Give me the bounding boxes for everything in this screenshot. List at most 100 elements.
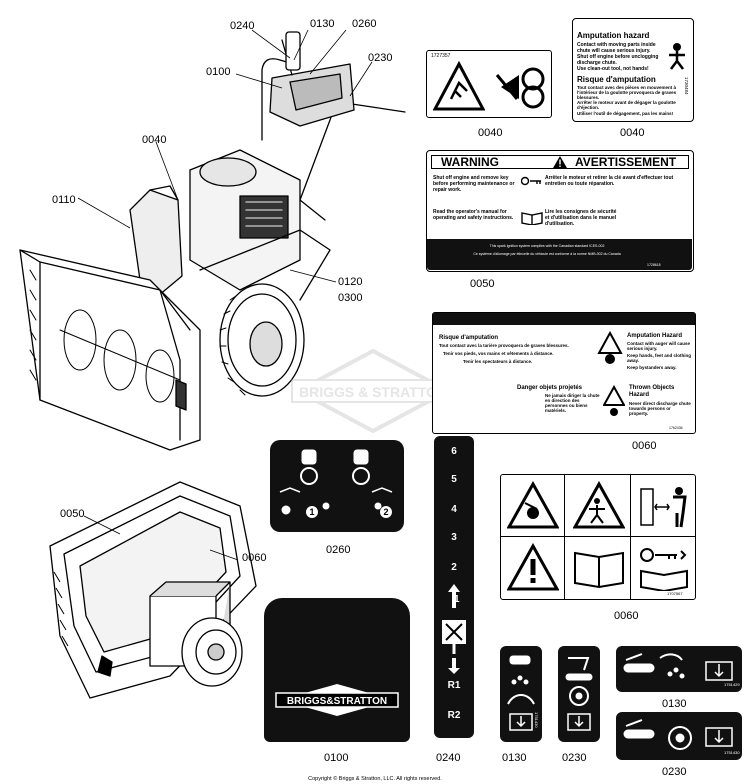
caption-0130-wide: 0130 [662, 698, 687, 710]
en-bullet-2: Keep hands, feet and clothing away. [627, 353, 692, 363]
speed-2: 2 [451, 562, 457, 573]
caption-0230-small: 0230 [562, 752, 587, 764]
en-title-2: Thrown Objects Hazard [629, 385, 675, 398]
reverse-arrow-icon [448, 658, 460, 674]
hand-in-chute-icon [433, 61, 485, 111]
position-1: 1 [306, 506, 318, 518]
thrown-object-hazard-icon [573, 481, 625, 529]
snowthrower-illustration [19, 31, 406, 451]
chute-control-icons [279, 449, 393, 515]
fr-title-1: Risque d'amputation [439, 335, 499, 341]
footer-en: This spark ignition system complies with… [489, 244, 605, 248]
fr-bullet-3: Tenir les spectateurs à distance. [463, 359, 533, 364]
title-avertissement: AVERTISSEMENT [575, 155, 677, 169]
auger-amputation-icon [597, 331, 623, 364]
thrown-objects-icon [603, 385, 625, 416]
part-number: 1707567 [667, 591, 683, 596]
decal-0100-brand: BRIGGS&STRATTON [264, 598, 410, 742]
part-number: 1730484 [684, 77, 689, 95]
brand-text: BRIGGS&STRATTON [287, 696, 387, 707]
drive-control-icon [565, 657, 593, 731]
row2-fr: Lire les consignes de sécurité et d'util… [545, 209, 617, 227]
speed-1: 1 [454, 594, 460, 605]
leader-lines [77, 29, 373, 283]
en-bullet-1: Contact with auger will cause serious in… [627, 341, 691, 351]
callout-0050-lower: 0050 [60, 508, 85, 520]
caption-0060-top: 0060 [632, 440, 657, 452]
bullet-en-2: Use clean-out tool, not hands! [577, 66, 649, 72]
part-number: 1727357 [431, 53, 451, 59]
remove-key-icon [640, 548, 688, 591]
callout-0110: 0110 [52, 194, 76, 206]
auger-control-icon [507, 655, 535, 731]
bullet-fr-1: Arrêter le moteur avant de dégager la go… [577, 100, 676, 110]
fr-bullet-2: Tenir vos pieds, vos mains et vêtements … [443, 351, 554, 356]
decal-0240-speed-strip: 6 5 4 3 2 1 R1 R2 [434, 436, 474, 738]
row2-en: Read the operator's manual for operating… [433, 209, 514, 221]
speed-6: 6 [451, 446, 457, 457]
row1-fr: Arrêter le moteur et retirer la clé avan… [545, 175, 674, 187]
part-number: 1751430 [534, 712, 539, 728]
footer-fr: Ce système d'allumage par étincelle du v… [473, 252, 621, 256]
auger-engage-icon [623, 653, 733, 681]
decal-0040-left: 1727357 [426, 50, 552, 118]
title-warning: WARNING [441, 155, 499, 169]
forward-arrow-icon [448, 584, 460, 608]
leader-lines-lower [83, 515, 239, 561]
title-en: Amputation hazard [577, 31, 650, 40]
caption-0100: 0100 [324, 752, 349, 764]
part-number: 1728618 [647, 263, 661, 267]
decal-0230-small [558, 646, 600, 742]
read-manual-icon [574, 551, 624, 589]
caution-icon [507, 543, 559, 591]
callout-0300: 0300 [338, 292, 363, 304]
decal-0260: 1 2 [270, 440, 404, 532]
en-title-1: Amputation Hazard [627, 333, 683, 339]
caption-0240: 0240 [436, 752, 461, 764]
callout-0100: 0100 [206, 66, 231, 78]
caption-0040-right: 0040 [620, 127, 645, 139]
operator-handle-icon [442, 620, 466, 654]
speed-4: 4 [451, 504, 457, 515]
callout-0260: 0260 [352, 18, 377, 30]
speed-3: 3 [451, 532, 457, 543]
decal-0040-right: Amputation hazard Contact with moving pa… [572, 18, 694, 122]
decal-0060-pictograms: 1707567 [500, 474, 696, 600]
fr-bullet-1: Tout contact avec la tarière provoquera … [439, 343, 569, 348]
bullet-en-1: Shut off engine before unclogging discha… [577, 54, 659, 66]
body-fr: Tout contact avec des pièces en mouvemen… [577, 85, 677, 100]
handle-bar-left [261, 58, 301, 141]
decal-0060-bilingual: Risque d'amputation Tout contact avec la… [432, 312, 696, 434]
fr-title-2: Danger objets projetés [517, 385, 583, 391]
reverse-2: R2 [447, 710, 461, 721]
body-en: Contact with moving parts inside chute w… [577, 42, 656, 54]
operator-at-chute-icon [669, 43, 685, 70]
auger-housing-rear-illustration [49, 481, 257, 699]
no-hands-auger-icon [495, 67, 545, 109]
bullet-fr-2: Utiliser l'outil de dégagement, pas les … [577, 111, 674, 116]
watermark-text: BRIGGS & STRATTON [299, 384, 447, 400]
drive-engage-icon [623, 719, 733, 750]
fr-bullet-4: Ne jamais diriger la chute en direction … [545, 393, 600, 413]
reverse-1: R1 [447, 680, 461, 691]
callout-0240: 0240 [230, 20, 255, 32]
part-number: 1751429 [724, 682, 740, 687]
en-bullet-3: Keep bystanders away. [627, 365, 677, 370]
speed-5: 5 [451, 474, 457, 485]
auger-hazard-icon [507, 481, 559, 529]
caption-0230-wide: 0230 [662, 766, 687, 778]
decal-0130-small: 1751430 [500, 646, 542, 742]
decal-0130-wide: 1751429 [616, 646, 742, 692]
callout-0230: 0230 [368, 52, 393, 64]
caption-0050: 0050 [470, 278, 495, 290]
row1-en: Shut off engine and remove key before pe… [433, 175, 515, 193]
en-bullet-4: Never direct discharge chute towards per… [629, 401, 691, 416]
caption-0040-left: 0040 [478, 127, 503, 139]
decal-0230-wide: 1751430 [616, 712, 742, 760]
copyright: Copyright © Briggs & Stratton, LLC. All … [308, 776, 442, 782]
keep-distance-icon [640, 487, 687, 528]
callout-0040: 0040 [142, 134, 167, 146]
callout-0130: 0130 [310, 18, 335, 30]
callout-0060-lower: 0060 [242, 552, 267, 564]
callout-0120: 0120 [338, 276, 363, 288]
